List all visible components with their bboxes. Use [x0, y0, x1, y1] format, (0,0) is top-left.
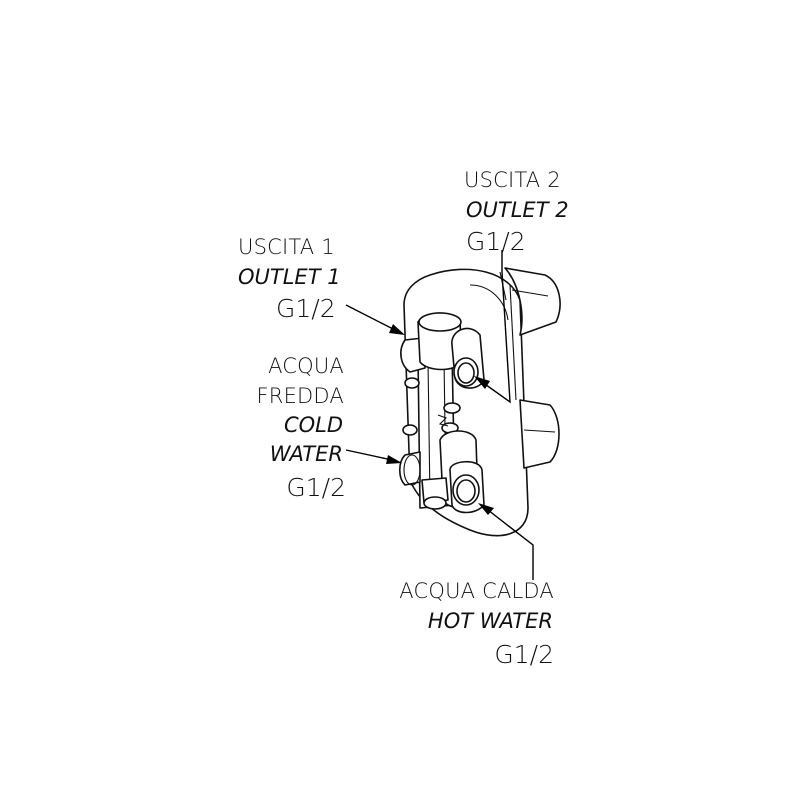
outlet-2-label-it: USCITA 2: [464, 168, 561, 192]
leader-outlet-1: [345, 304, 405, 335]
hot-water-label-en: HOT WATER: [427, 609, 553, 633]
outlet-2-thread: G1/2: [466, 227, 526, 256]
leader-hot-water: [478, 503, 534, 580]
outlet-1-label-it: USCITA 1: [238, 235, 335, 259]
leader-cold-water: [345, 449, 402, 464]
cold-water-label-it-1: ACQUA: [268, 354, 344, 378]
cold-water-fitting: [398, 451, 421, 486]
outlet-2-label-en: OUTLET 2: [466, 198, 569, 222]
leader-outlet-2: [474, 250, 511, 404]
hot-water-thread: G1/2: [494, 640, 554, 669]
outlet-2-port: [451, 327, 485, 389]
cold-water-label-en-2: WATER: [269, 442, 343, 466]
hot-water-label-it: ACQUA CALDA: [399, 579, 554, 603]
rear-cylinder-bottom: [519, 399, 560, 469]
rear-cylinder-top: [504, 267, 561, 336]
cold-water-thread: G1/2: [286, 473, 346, 502]
cold-water-label-it-2: FREDDA: [256, 384, 344, 408]
outlet-1-thread: G1/2: [276, 294, 336, 323]
cold-water-label-en-1: COLD: [283, 413, 343, 437]
outlet-1-fitting: [400, 312, 463, 373]
outlet-1-label-en: OUTLET 1: [238, 265, 341, 289]
hot-water-fitting: [421, 430, 485, 514]
